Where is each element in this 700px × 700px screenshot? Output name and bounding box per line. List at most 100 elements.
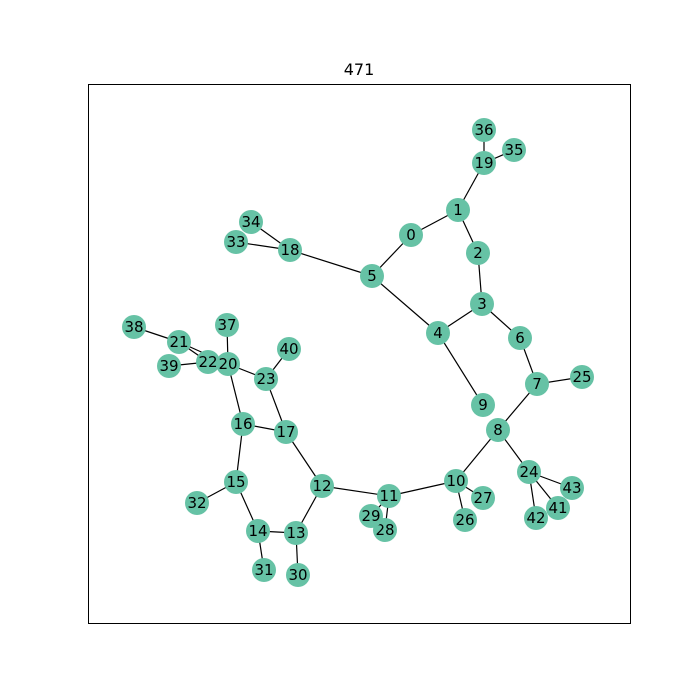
node-label: 38 [124,318,143,336]
node-15: 15 [224,470,248,494]
node-circle [560,476,584,500]
node-22: 22 [196,350,220,374]
node-label: 23 [256,370,275,388]
node-label: 0 [406,226,416,244]
node-circle [377,484,401,508]
node-label: 14 [248,522,267,540]
node-10: 10 [444,469,468,493]
node-label: 1 [453,201,463,219]
node-circle [246,519,270,543]
node-circle [517,460,541,484]
node-circle [239,210,263,234]
node-20: 20 [216,352,240,376]
node-2: 2 [466,241,490,265]
node-label: 7 [532,375,542,393]
edge-4-5 [371,275,439,334]
node-circle [444,469,468,493]
node-circle [231,412,255,436]
node-18: 18 [278,238,302,262]
node-label: 41 [548,499,567,517]
node-circle [278,238,302,262]
node-label: 33 [226,233,245,251]
node-label: 20 [218,355,237,373]
node-circle [453,508,477,532]
node-label: 36 [474,121,493,139]
node-label: 28 [375,521,394,539]
node-label: 17 [276,423,295,441]
node-circle [252,558,276,582]
node-9: 9 [471,393,495,417]
node-24: 24 [517,460,541,484]
node-circle [502,138,526,162]
node-17: 17 [274,420,298,444]
node-26: 26 [453,508,477,532]
node-circle [399,223,423,247]
node-circle [471,486,495,510]
node-label: 30 [288,566,307,584]
node-circle [524,506,548,530]
node-circle [122,315,146,339]
node-circle [360,264,384,288]
node-circle [470,292,494,316]
node-27: 27 [471,486,495,510]
plot-frame [88,84,631,624]
node-circle [167,330,191,354]
node-38: 38 [122,315,146,339]
node-42: 42 [524,506,548,530]
node-label: 19 [474,154,493,172]
node-25: 25 [570,365,594,389]
node-41: 41 [546,496,570,520]
edge-5-18 [289,249,373,277]
node-23: 23 [254,367,278,391]
node-12: 12 [310,474,334,498]
node-1: 1 [446,198,470,222]
node-32: 32 [185,491,209,515]
node-circle [570,365,594,389]
graph-title: 471 [343,60,375,79]
node-label: 3 [477,295,487,313]
node-label: 37 [217,316,236,334]
edge-4-9 [437,332,484,406]
node-label: 22 [198,353,217,371]
node-label: 12 [312,477,331,495]
node-circle [254,367,278,391]
node-circle [472,151,496,175]
node-21: 21 [167,330,191,354]
node-label: 31 [254,561,273,579]
node-14: 14 [246,519,270,543]
node-35: 35 [502,138,526,162]
node-37: 37 [215,313,239,337]
node-3: 3 [470,292,494,316]
node-label: 35 [504,141,523,159]
node-circle [359,504,383,528]
node-circle [525,372,549,396]
node-label: 16 [233,415,252,433]
node-7: 7 [525,372,549,396]
node-label: 11 [379,487,398,505]
node-circle [426,321,450,345]
node-label: 9 [478,396,488,414]
node-31: 31 [252,558,276,582]
node-label: 27 [473,489,492,507]
node-0: 0 [399,223,423,247]
node-label: 43 [562,479,581,497]
node-label: 29 [361,507,380,525]
node-circle [472,118,496,142]
node-circle [185,491,209,515]
node-label: 40 [279,340,298,358]
node-label: 13 [286,524,305,542]
node-label: 18 [280,241,299,259]
node-circle [224,230,248,254]
node-circle [224,470,248,494]
node-circle [310,474,334,498]
node-label: 21 [169,333,188,351]
node-circle [466,241,490,265]
node-circle [157,354,181,378]
node-43: 43 [560,476,584,500]
node-label: 15 [226,473,245,491]
node-circle [446,198,470,222]
node-40: 40 [277,337,301,361]
node-circle [215,313,239,337]
